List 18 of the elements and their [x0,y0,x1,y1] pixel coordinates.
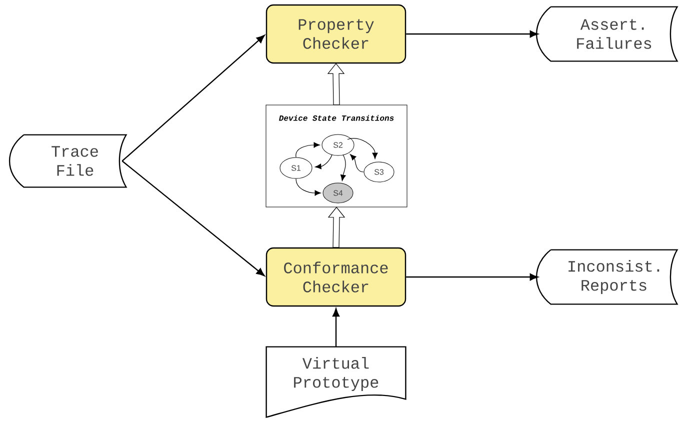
arrow [122,34,265,162]
hollow-arrow [327,63,345,106]
arrow [340,154,346,181]
arrow [296,178,321,196]
arrow [296,142,320,158]
hollow-arrow [328,206,346,248]
process-box: Property Checker [266,4,406,64]
arrow [347,138,378,159]
arrow [406,30,538,38]
arrow [406,273,538,281]
stored-data-shape: Trace File [8,134,127,188]
arrow [315,154,332,170]
process-box: Conformance Checker [266,247,406,307]
stored-data-shape: Inconsist. Reports [536,249,678,305]
arrow [122,160,265,276]
arrow [350,154,364,172]
stored-data-shape: Assert. Failures [536,6,678,62]
arrow [332,308,340,347]
